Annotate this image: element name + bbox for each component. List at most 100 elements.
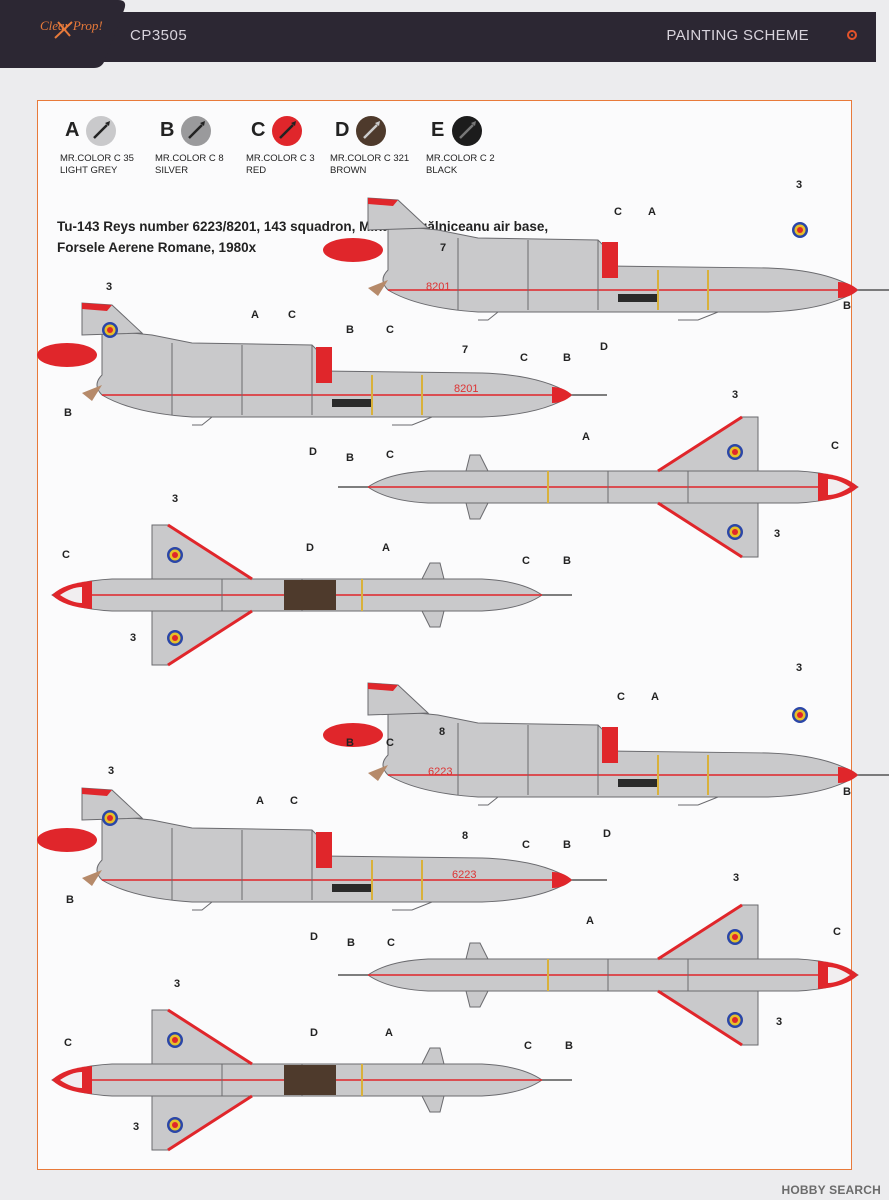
product-code: CP3505: [130, 27, 188, 44]
callout-c: C: [524, 1040, 532, 1052]
swatch-letter: A: [65, 119, 80, 141]
paint-brush-icon: [86, 116, 116, 146]
paint-brush-icon: [272, 116, 302, 146]
target-dot-icon: [847, 30, 857, 40]
callout-3: 3: [130, 632, 136, 644]
swatch-letter: C: [251, 119, 266, 141]
watermark: HOBBY SEARCH: [781, 1183, 881, 1197]
callout-d: D: [310, 1027, 318, 1039]
callout-c: C: [614, 206, 622, 218]
callout-c: C: [290, 795, 298, 807]
callout-b: B: [66, 894, 74, 906]
paint-code: MR.COLOR C 2: [426, 153, 495, 164]
callouts-block-2: C A 3 B C 8 D B 3 A C 8 C B B D A 3 C B …: [64, 662, 851, 1133]
callout-b: B: [563, 839, 571, 851]
paint-name: SILVER: [155, 165, 189, 176]
callout-c: C: [522, 555, 530, 567]
callout-b: B: [346, 324, 354, 336]
swatch-letter: D: [335, 119, 350, 141]
callout-b: B: [843, 786, 851, 798]
callout-8: 8: [462, 830, 468, 842]
callout-b: B: [64, 407, 72, 419]
paint-name: LIGHT GREY: [60, 165, 118, 176]
callout-3: 3: [174, 978, 180, 990]
callout-c: C: [617, 691, 625, 703]
callout-7: 7: [440, 242, 446, 254]
serial-number: 6223: [452, 869, 476, 881]
page-header: Clear Prop! CP3505 PAINTING SCHEME: [0, 0, 889, 70]
callout-8: 8: [439, 726, 445, 738]
callout-3: 3: [774, 528, 780, 540]
callout-d: D: [600, 341, 608, 353]
callout-a: A: [256, 795, 264, 807]
callout-a: A: [651, 691, 659, 703]
callout-c: C: [386, 737, 394, 749]
callout-3: 3: [796, 179, 802, 191]
caption-line-2: Forsele Aerene Romane, 1980x: [57, 240, 257, 255]
callout-a: A: [648, 206, 656, 218]
callout-d: D: [310, 931, 318, 943]
serial-number: 8201: [454, 383, 478, 395]
swatch-letter: B: [160, 119, 175, 141]
callout-3: 3: [796, 662, 802, 674]
callout-c: C: [522, 839, 530, 851]
paint-brush-icon: [356, 116, 386, 146]
paint-code: MR.COLOR C 35: [60, 153, 134, 164]
callout-7: 7: [462, 344, 468, 356]
side-view-left-2: 6223: [36, 787, 608, 911]
callout-a: A: [251, 309, 259, 321]
callout-d: D: [309, 446, 317, 458]
callout-c: C: [833, 926, 841, 938]
callout-a: A: [385, 1027, 393, 1039]
paint-name: RED: [246, 165, 267, 176]
callout-a: A: [382, 542, 390, 554]
callout-3: 3: [733, 872, 739, 884]
callout-b: B: [346, 737, 354, 749]
callout-d: D: [306, 542, 314, 554]
callout-b: B: [565, 1040, 573, 1052]
callout-b: B: [346, 452, 354, 464]
paint-name: BROWN: [330, 165, 367, 176]
side-view-right-2: 6223: [322, 682, 889, 806]
callout-c: C: [386, 324, 394, 336]
paint-brush-icon: [452, 116, 482, 146]
page-title: PAINTING SCHEME: [666, 27, 809, 44]
bottom-view-2: [50, 1008, 574, 1152]
paint-name: BLACK: [426, 165, 458, 176]
clear-prop-logo: Clear Prop!: [0, 0, 126, 68]
paint-code: MR.COLOR C 8: [155, 153, 224, 164]
paint-brush-icon: [181, 116, 211, 146]
callout-3: 3: [172, 493, 178, 505]
callout-3: 3: [732, 389, 738, 401]
header-bar: [100, 12, 876, 62]
paint-code: MR.COLOR C 321: [330, 153, 410, 164]
bottom-view-1: [50, 523, 574, 667]
callout-3: 3: [776, 1016, 782, 1028]
logo-text: Clear Prop!: [40, 18, 103, 33]
callout-c: C: [64, 1037, 72, 1049]
callout-c: C: [288, 309, 296, 321]
callout-b: B: [563, 352, 571, 364]
serial-number: 6223: [428, 766, 452, 778]
callout-3: 3: [106, 281, 112, 293]
swatch-letter: E: [431, 119, 445, 141]
callout-3: 3: [133, 1121, 139, 1133]
callout-c: C: [62, 549, 70, 561]
callout-3: 3: [108, 765, 114, 777]
serial-number: 8201: [426, 281, 450, 293]
callout-d: D: [603, 828, 611, 840]
callout-a: A: [586, 915, 594, 927]
callout-c: C: [831, 440, 839, 452]
callout-b: B: [347, 937, 355, 949]
callout-c: C: [386, 449, 394, 461]
side-view-left-1: 8201: [36, 302, 608, 426]
callouts-block-1: C A 3 7 B C D B 3 A C 7 C B B D A 3 C B …: [62, 179, 851, 644]
callout-c: C: [520, 352, 528, 364]
callout-a: A: [582, 431, 590, 443]
paint-code: MR.COLOR C 3: [246, 153, 315, 164]
callout-c: C: [387, 937, 395, 949]
callout-b: B: [843, 300, 851, 312]
callout-b: B: [563, 555, 571, 567]
